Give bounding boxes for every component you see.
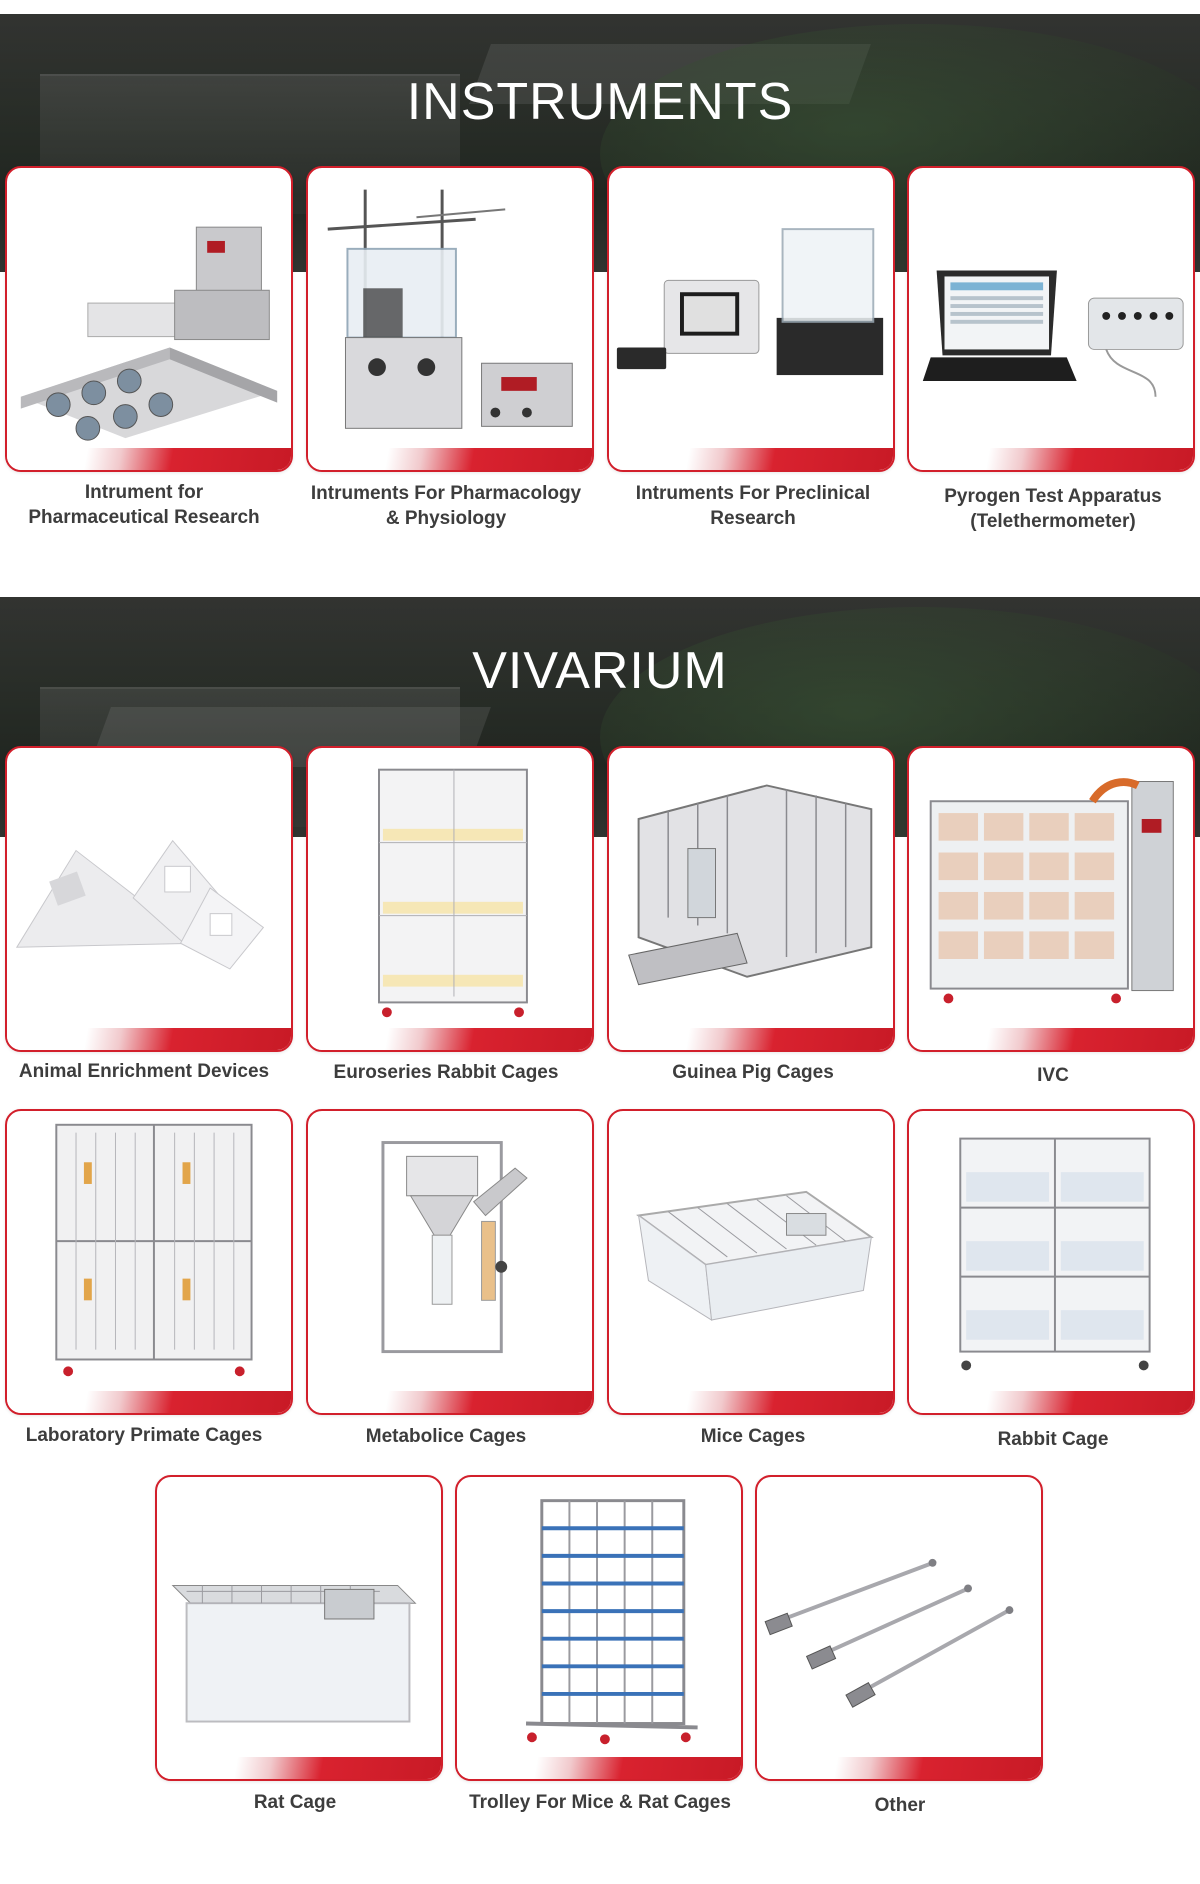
- caption-primate[interactable]: Laboratory Primate Cages: [25, 1425, 263, 1446]
- card-accent-strip: [609, 448, 893, 470]
- product-card-pyrogen-test[interactable]: [907, 166, 1195, 472]
- product-card-rabbit[interactable]: [907, 1109, 1195, 1415]
- caption-pyrogen-test[interactable]: Pyrogen Test Apparatus (Telethermometer): [944, 486, 1162, 532]
- mice-cages-image: [609, 1111, 893, 1393]
- euroseries-rabbit-cages-image: [308, 748, 592, 1030]
- pyrogen-test-apparatus-image: [909, 168, 1193, 450]
- product-card-ivc[interactable]: [907, 746, 1195, 1052]
- card-accent-strip: [457, 1757, 741, 1779]
- ivc-rack-image: [909, 748, 1193, 1030]
- trolley-mice-rat-cages-image: [457, 1477, 741, 1759]
- instruments-heading: INSTRUMENTS: [406, 73, 794, 131]
- rat-cage-image: [157, 1477, 441, 1759]
- product-card-pharmacology-physiology[interactable]: [306, 166, 594, 472]
- caption-trolley[interactable]: Trolley For Mice & Rat Cages: [469, 1792, 731, 1813]
- animal-enrichment-devices-image: [7, 748, 291, 1030]
- product-card-primate[interactable]: [5, 1109, 293, 1415]
- caption-rat[interactable]: Rat Cage: [253, 1792, 337, 1813]
- metabolic-cages-image: [308, 1111, 592, 1393]
- caption-metabolic[interactable]: Metabolice Cages: [365, 1426, 527, 1447]
- product-card-metabolic[interactable]: [306, 1109, 594, 1415]
- pharmaceutical-research-instrument-image: [7, 168, 291, 450]
- rabbit-cage-image: [909, 1111, 1193, 1393]
- preclinical-research-instrument-image: [609, 168, 893, 450]
- card-accent-strip: [609, 1028, 893, 1050]
- card-accent-strip: [7, 448, 291, 470]
- card-accent-strip: [909, 1028, 1193, 1050]
- card-accent-strip: [308, 448, 592, 470]
- product-card-rat[interactable]: [155, 1475, 443, 1781]
- product-card-other[interactable]: [755, 1475, 1043, 1781]
- product-card-preclinical-research[interactable]: [607, 166, 895, 472]
- caption-preclinical-research[interactable]: Intruments For Preclinical Research: [635, 483, 871, 529]
- caption-other[interactable]: Other: [874, 1795, 926, 1816]
- card-accent-strip: [909, 1391, 1193, 1413]
- product-card-trolley[interactable]: [455, 1475, 743, 1781]
- caption-euroseries-rabbit[interactable]: Euroseries Rabbit Cages: [333, 1062, 559, 1083]
- card-accent-strip: [7, 1391, 291, 1413]
- card-accent-strip: [757, 1757, 1041, 1779]
- caption-guinea-pig[interactable]: Guinea Pig Cages: [672, 1062, 834, 1083]
- product-card-pharmaceutical-research[interactable]: [5, 166, 293, 472]
- other-feeding-needles-image: [757, 1477, 1041, 1759]
- product-card-guinea-pig[interactable]: [607, 746, 895, 1052]
- caption-pharmaceutical-research[interactable]: Intrument for Pharmaceutical Research: [28, 482, 260, 528]
- card-accent-strip: [308, 1028, 592, 1050]
- card-accent-strip: [909, 448, 1193, 470]
- pharmacology-physiology-instrument-image: [308, 168, 592, 450]
- laboratory-primate-cages-image: [7, 1111, 291, 1393]
- card-accent-strip: [609, 1391, 893, 1413]
- card-accent-strip: [308, 1391, 592, 1413]
- caption-ivc[interactable]: IVC: [1037, 1065, 1069, 1086]
- product-card-animal-enrichment[interactable]: [5, 746, 293, 1052]
- vivarium-heading: VIVARIUM: [472, 642, 728, 700]
- caption-mice[interactable]: Mice Cages: [700, 1426, 806, 1447]
- caption-rabbit[interactable]: Rabbit Cage: [997, 1429, 1109, 1450]
- product-card-euroseries-rabbit[interactable]: [306, 746, 594, 1052]
- card-accent-strip: [7, 1028, 291, 1050]
- card-accent-strip: [157, 1757, 441, 1779]
- caption-animal-enrichment[interactable]: Animal Enrichment Devices: [18, 1061, 270, 1082]
- caption-pharmacology-physiology[interactable]: Intruments For Pharmacology & Physiology: [310, 483, 582, 529]
- guinea-pig-cages-image: [609, 748, 893, 1030]
- product-card-mice[interactable]: [607, 1109, 895, 1415]
